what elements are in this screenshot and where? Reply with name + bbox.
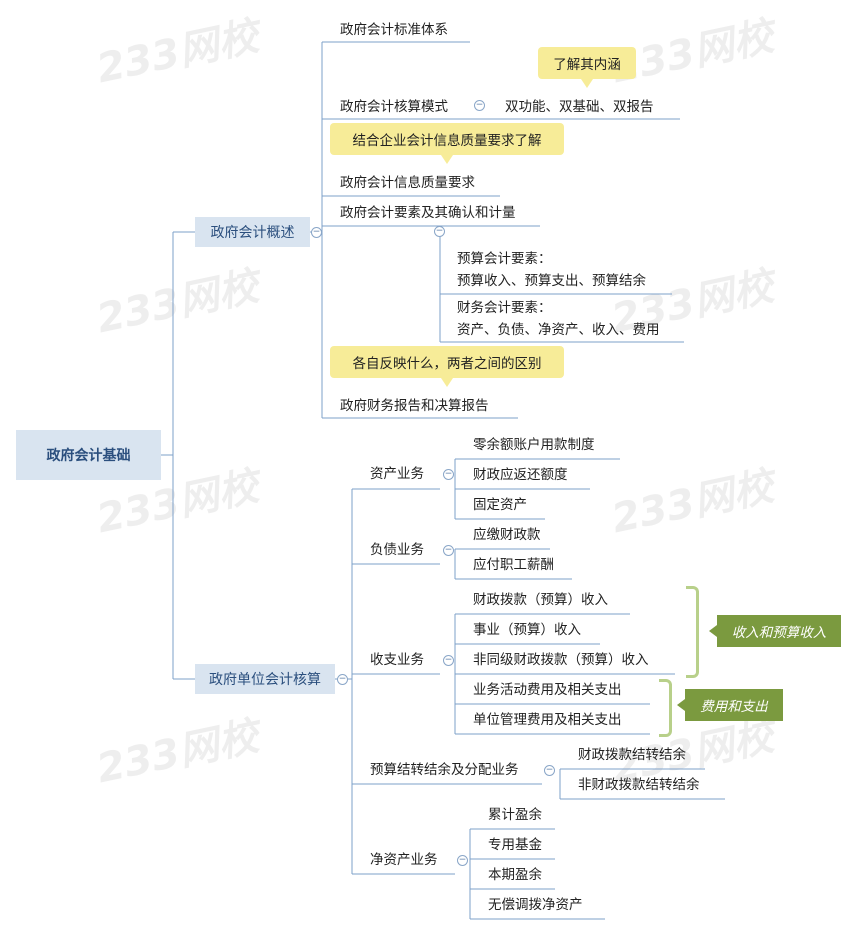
income-item[interactable]: 财政拨款（预算）收入	[473, 592, 608, 608]
accounting-model-detail[interactable]: 双功能、双基础、双报告	[505, 99, 654, 115]
asset-item[interactable]: 固定资产	[473, 497, 527, 513]
accounting-model-label[interactable]: 政府会计核算模式	[340, 99, 448, 115]
budget-elements[interactable]: 预算会计要素： 预算收入、预算支出、预算结余	[457, 248, 677, 292]
net-asset-item[interactable]: 无偿调拨净资产	[488, 897, 583, 913]
income-item[interactable]: 事业（预算）收入	[473, 622, 581, 638]
budget-elements-list: 预算收入、预算支出、预算结余	[457, 273, 646, 289]
branch-overview-node[interactable]: 政府会计概述	[195, 217, 310, 247]
collapse-icon[interactable]: −	[337, 674, 348, 685]
expense-callout: 费用和支出	[677, 689, 783, 721]
finance-elements-title: 财务会计要素：	[457, 300, 552, 316]
note-understand: 了解其内涵	[538, 47, 636, 88]
collapse-icon[interactable]: −	[434, 226, 445, 237]
collapse-icon[interactable]: −	[457, 855, 468, 866]
collapse-icon[interactable]: −	[311, 227, 322, 238]
net-asset-item[interactable]: 专用基金	[488, 837, 542, 853]
income-item[interactable]: 非同级财政拨款（预算）收入	[473, 652, 649, 668]
finance-elements[interactable]: 财务会计要素： 资产、负债、净资产、收入、费用	[457, 297, 687, 341]
asset-item[interactable]: 财政应返还额度	[473, 467, 568, 483]
root-node[interactable]: 政府会计基础	[16, 430, 161, 480]
financial-report-label[interactable]: 政府财务报告和决算报告	[340, 398, 489, 414]
net-assets-business-label[interactable]: 净资产业务	[370, 852, 438, 868]
elements-label[interactable]: 政府会计要素及其确认和计量	[340, 205, 516, 221]
net-asset-item[interactable]: 本期盈余	[488, 867, 542, 883]
finance-elements-list: 资产、负债、净资产、收入、费用	[457, 322, 660, 338]
asset-item[interactable]: 零余额账户用款制度	[473, 437, 595, 453]
income-bracket	[686, 586, 699, 678]
collapse-icon[interactable]: −	[443, 545, 454, 556]
collapse-icon[interactable]: −	[443, 655, 454, 666]
income-expense-business-label[interactable]: 收支业务	[370, 652, 424, 668]
budget-carry-item[interactable]: 非财政拨款结转结余	[578, 777, 700, 793]
note-quality: 结合企业会计信息质量要求了解	[330, 123, 564, 164]
branch-accounting-node[interactable]: 政府单位会计核算	[195, 664, 335, 694]
collapse-icon[interactable]: −	[474, 100, 485, 111]
expense-item[interactable]: 业务活动费用及相关支出	[473, 682, 622, 698]
liability-item[interactable]: 应付职工薪酬	[473, 557, 554, 573]
expense-bracket	[659, 679, 672, 737]
collapse-icon[interactable]: −	[443, 469, 454, 480]
quality-requirements-label[interactable]: 政府会计信息质量要求	[340, 175, 475, 191]
liabilities-business-label[interactable]: 负债业务	[370, 542, 424, 558]
budget-elements-title: 预算会计要素：	[457, 251, 552, 267]
collapse-icon[interactable]: −	[544, 765, 555, 776]
note-report: 各自反映什么，两者之间的区别	[330, 346, 564, 387]
budget-carry-item[interactable]: 财政拨款结转结余	[578, 747, 686, 763]
standard-system-label[interactable]: 政府会计标准体系	[340, 22, 448, 38]
expense-item[interactable]: 单位管理费用及相关支出	[473, 712, 622, 728]
assets-business-label[interactable]: 资产业务	[370, 466, 424, 482]
net-asset-item[interactable]: 累计盈余	[488, 807, 542, 823]
liability-item[interactable]: 应缴财政款	[473, 527, 541, 543]
income-callout: 收入和预算收入	[709, 615, 841, 647]
budget-carry-business-label[interactable]: 预算结转结余及分配业务	[370, 762, 519, 778]
